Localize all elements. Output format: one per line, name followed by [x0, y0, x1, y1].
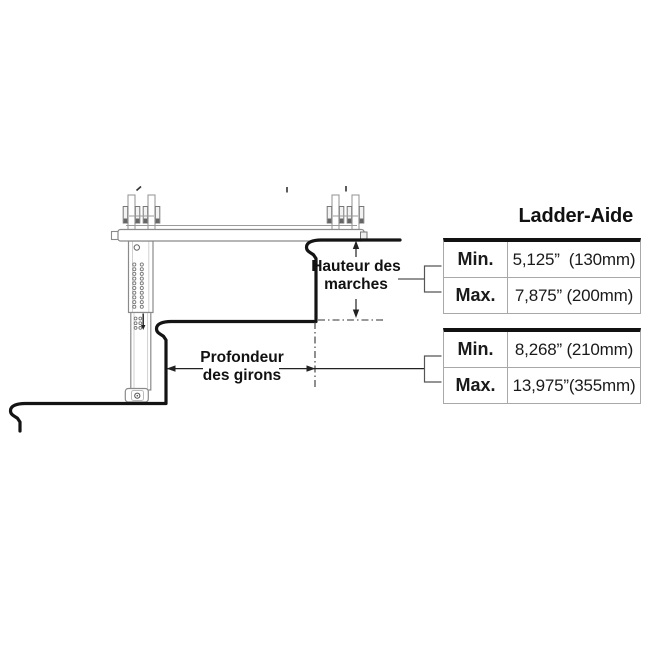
clamp-nut: [327, 218, 332, 223]
max-value-cell: 7,875” (200mm): [514, 285, 634, 305]
step-height-label: Hauteur des marches: [306, 258, 406, 293]
clamp-nut: [135, 218, 140, 223]
max-value-cell: 13,975”(355mm): [512, 375, 636, 395]
table-row: Min. 5,125” (130mm): [444, 242, 640, 278]
ladder-rail: [351, 194, 360, 231]
tread-depth-dimension: [166, 365, 425, 372]
clamp-nut: [339, 218, 344, 223]
tread-depth-spec-table: Min. 8,268” (210mm) Max. 13,975”(355mm): [443, 328, 641, 404]
max-label-cell: Max.: [444, 368, 508, 403]
break-marks: [135, 185, 347, 193]
tread-depth-label-line2: des girons: [202, 366, 282, 384]
ladder-rail: [147, 194, 156, 231]
step-height-label-line1: Hauteur des: [311, 258, 401, 275]
table-row: Max. 13,975”(355mm): [444, 368, 640, 403]
step-height-spec-table: Min. 5,125” (130mm) Max. 7,875” (200mm): [443, 238, 641, 314]
step-height-label-line2: marches: [324, 275, 388, 293]
table-row: Min. 8,268” (210mm): [444, 332, 640, 368]
max-label-cell: Max.: [444, 278, 508, 313]
clamp-nut: [155, 218, 160, 223]
lock-pin-arrow: [141, 313, 146, 330]
min-value-cell: 5,125” (130mm): [512, 249, 636, 269]
reference-dashlines: [314, 319, 384, 389]
min-label-cell: Min.: [444, 332, 508, 367]
min-label-cell: Min.: [444, 242, 508, 277]
table1-bracket: [398, 265, 442, 293]
foot-pad: [124, 387, 149, 403]
ladder-rail: [331, 194, 340, 231]
clamp-nut: [143, 218, 148, 223]
table2-bracket: [423, 355, 442, 383]
adjustment-holes: [133, 316, 143, 330]
perforations: [132, 262, 144, 309]
mount-hole: [133, 244, 141, 251]
tread-depth-label-line1: Profondeur: [200, 349, 284, 366]
platform-bar: [110, 228, 368, 242]
tread-depth-label: Profondeur des girons: [192, 349, 292, 384]
ladder-rails: [122, 194, 365, 231]
clamp-nut: [359, 218, 364, 223]
clamp-nut: [347, 218, 352, 223]
step-height-dimension: [352, 240, 360, 318]
ladder-rail: [127, 194, 136, 231]
clamp-nut: [123, 218, 128, 223]
stair-profile: [8, 238, 402, 433]
min-value-cell: 8,268” (210mm): [514, 339, 634, 359]
table-row: Max. 7,875” (200mm): [444, 278, 640, 313]
product-title: Ladder-Aide: [518, 205, 634, 227]
